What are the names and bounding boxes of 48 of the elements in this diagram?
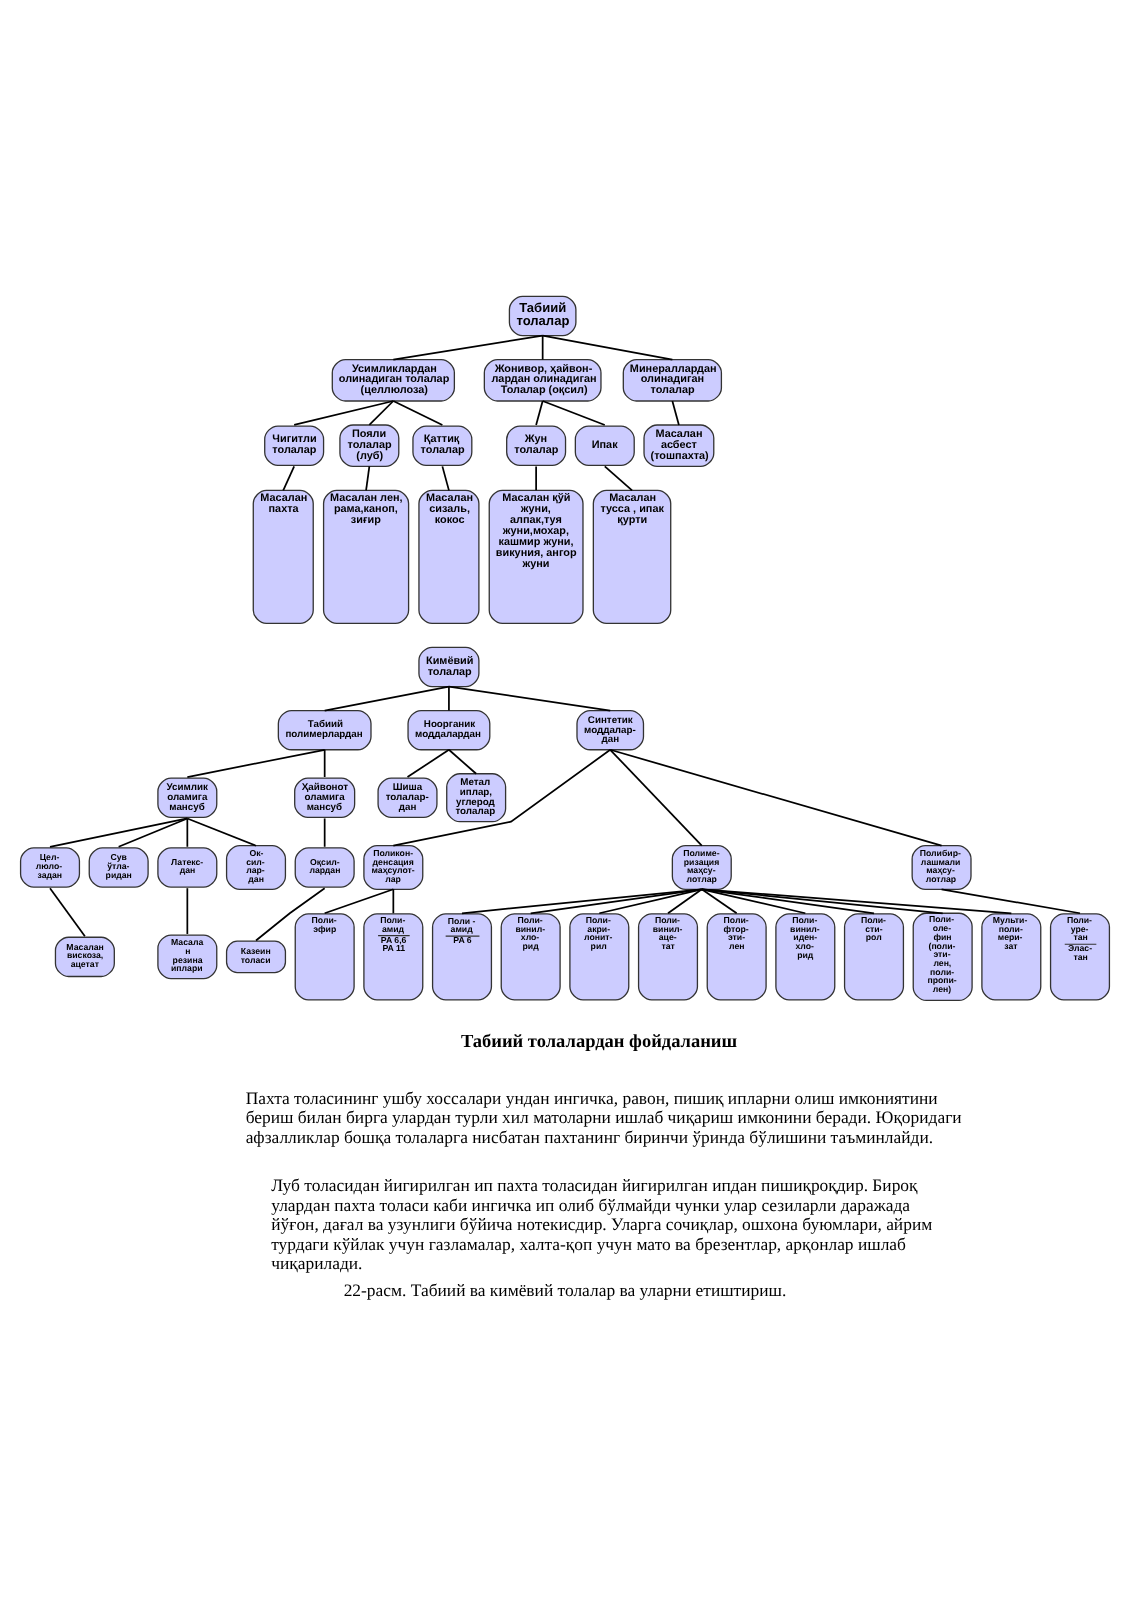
- connector: [940, 887, 1081, 914]
- connector: [392, 399, 444, 425]
- connector: [448, 684, 450, 711]
- connector: [603, 464, 633, 491]
- connector: [441, 464, 450, 491]
- connector: [529, 887, 703, 914]
- connector: [448, 684, 612, 711]
- connector: [282, 464, 295, 491]
- connector: [117, 816, 189, 847]
- connector: [541, 333, 674, 360]
- connector: [186, 886, 189, 934]
- connector: [700, 887, 944, 914]
- connector: [392, 333, 544, 360]
- connector: [535, 399, 544, 425]
- connector: [700, 887, 875, 914]
- connector: [323, 684, 450, 711]
- connector: [255, 886, 326, 941]
- connector: [365, 464, 371, 491]
- connector: [323, 747, 326, 777]
- connector: [609, 747, 943, 846]
- caption: 22-расм. Табиий ва кимёвий толалар ва уларни етиштириш.: [343, 1278, 787, 1299]
- connector: [49, 816, 189, 847]
- connector: [461, 887, 703, 914]
- label: Табиий толалардан фойдаланиш: [460, 1032, 738, 1053]
- connector: [609, 747, 703, 846]
- label: Луб толасидан йигирилган ип пахта толасидан йигирилган ипдан пишиқроқдир. Бироқ улардан пахта толаси каби ингичка ип олиб бўлмайди чунки улар сезиларли даражада йўғон, дағал ва узунлиги бўйича нотекисдир. Уларга сочиқлар, ошхона буюмлари, айрим турдаги кўйлак учун газламалар, халта-қоп учун мато ва брезентлар, арқонлар ишлаб чиқарилади.: [271, 1173, 933, 1273]
- connector: [541, 399, 606, 425]
- connector: [49, 886, 86, 936]
- connector: [700, 887, 738, 914]
- connector: [671, 399, 680, 425]
- connector: [323, 816, 326, 847]
- connector: [186, 816, 257, 846]
- connector: [700, 887, 807, 914]
- connector: [186, 816, 189, 847]
- connector: [541, 333, 544, 360]
- connector: [293, 399, 395, 425]
- connector: [700, 887, 1013, 914]
- connector: [448, 747, 478, 774]
- connector: [323, 887, 395, 914]
- connector: [186, 747, 326, 777]
- connector: [535, 464, 537, 491]
- label: Пахта толасининг ушбу хоссалари ундан ингичка, равон, пишиқ ипларни олиш имкониятини бериш билан бирга улардан турли хил матоларни ишлаб чиқариш имконини беради. Юқоридаги афзалликлар бошқа толаларга нисбатан пахтанинг биринчи ўринда бўлишини таъминлайди.: [245, 1086, 962, 1147]
- connector: [406, 747, 450, 777]
- connector: [368, 399, 395, 425]
- connector: [392, 747, 612, 846]
- connector: [667, 887, 703, 914]
- connector: [598, 887, 703, 914]
- connector: [392, 887, 395, 914]
